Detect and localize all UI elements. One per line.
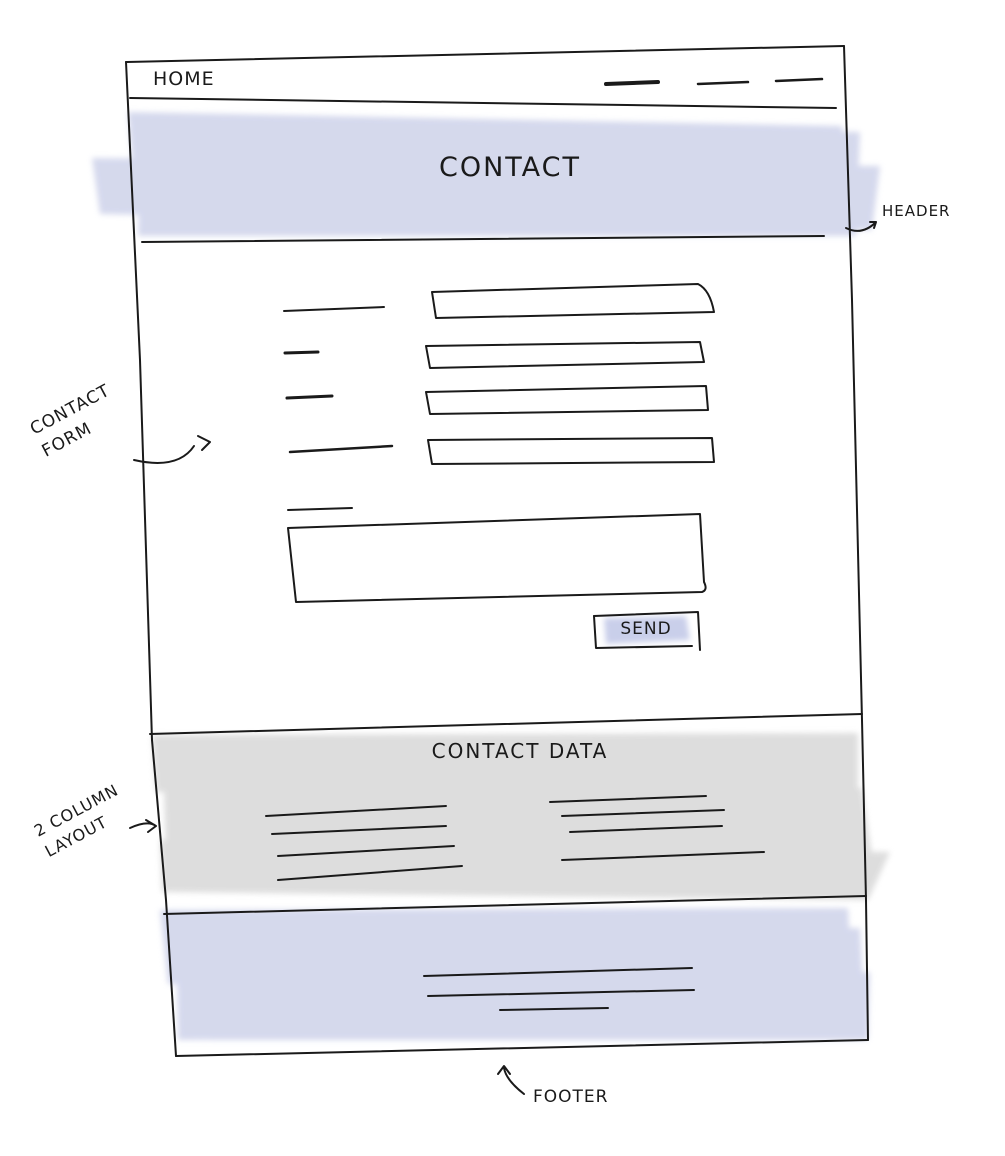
send-button-outline xyxy=(593,611,701,651)
contact-data-divider xyxy=(149,713,863,735)
send-button-label: SEND xyxy=(620,619,672,639)
contact-data-title: CONTACT DATA xyxy=(431,739,609,763)
send-button[interactable] xyxy=(593,613,699,649)
contact-data-right-column xyxy=(549,795,765,861)
footer-lines xyxy=(423,967,695,1011)
annotation-arrows xyxy=(129,221,877,1095)
footer-arrow xyxy=(497,1065,525,1095)
contact-data-left-column xyxy=(265,805,463,881)
footer-wash xyxy=(160,908,870,1040)
footer-divider xyxy=(163,895,867,915)
send-wash xyxy=(604,616,690,644)
footer-annotation: FOOTER xyxy=(533,1087,609,1107)
nav-divider xyxy=(129,97,837,109)
page-title: CONTACT xyxy=(438,152,582,183)
contact-form-arrow xyxy=(133,435,211,464)
page-frame xyxy=(125,45,869,1057)
nav-home-link[interactable]: HOME xyxy=(153,68,215,90)
nav-links xyxy=(604,77,824,86)
header-wash xyxy=(92,112,880,236)
form-textarea xyxy=(287,513,707,603)
form-fields xyxy=(425,283,715,465)
header-annotation: HEADER xyxy=(882,202,951,220)
header-divider xyxy=(141,235,825,243)
two-column-arrow xyxy=(129,819,157,833)
form-labels xyxy=(283,306,394,511)
header-arrow xyxy=(845,221,877,232)
